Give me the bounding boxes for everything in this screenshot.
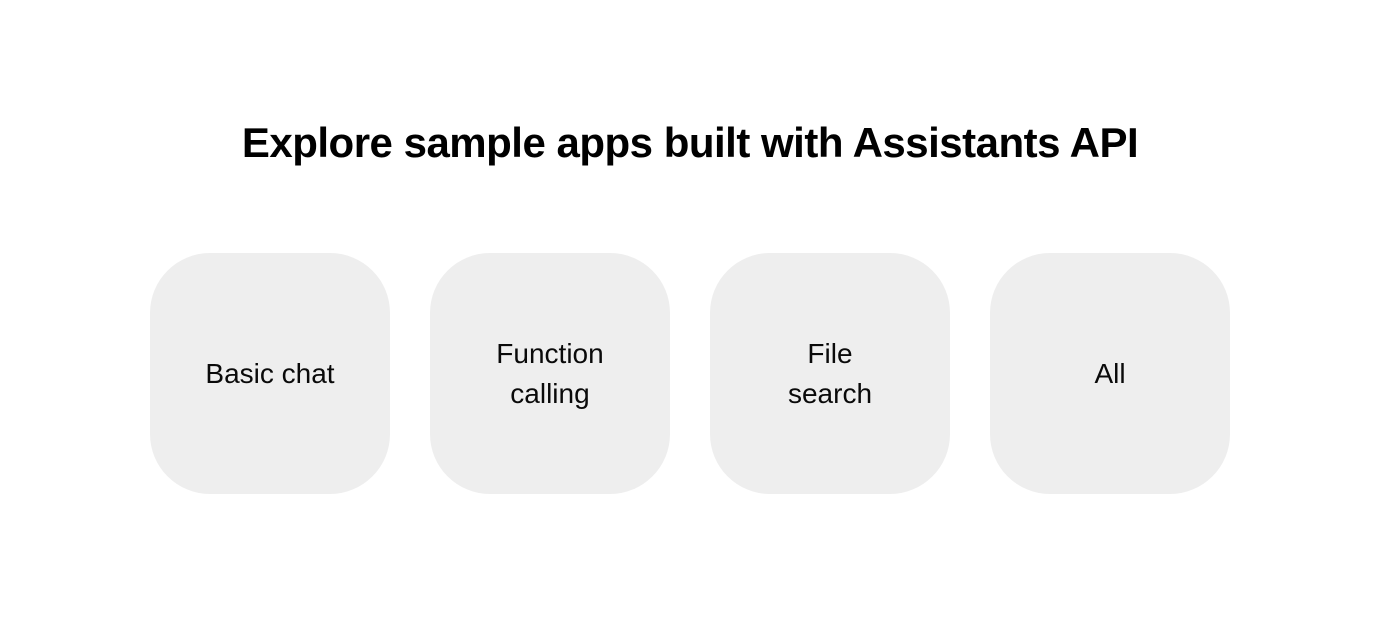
card-basic-chat[interactable]: Basic chat — [150, 253, 390, 494]
card-file-search-label: File search — [787, 337, 873, 409]
card-all[interactable]: All — [990, 253, 1230, 494]
card-all-label: All — [1094, 357, 1126, 389]
sample-apps-page: Explore sample apps built with Assistant… — [0, 118, 1380, 640]
card-function-calling-label: Function calling — [496, 337, 604, 409]
page-title: Explore sample apps built with Assistant… — [241, 119, 1139, 166]
card-function-calling[interactable]: Function calling — [430, 253, 670, 494]
card-file-search[interactable]: File search — [710, 253, 950, 494]
card-basic-chat-label: Basic chat — [205, 357, 335, 389]
app-cards-row: Basic chat Function calling File search … — [0, 253, 1380, 494]
